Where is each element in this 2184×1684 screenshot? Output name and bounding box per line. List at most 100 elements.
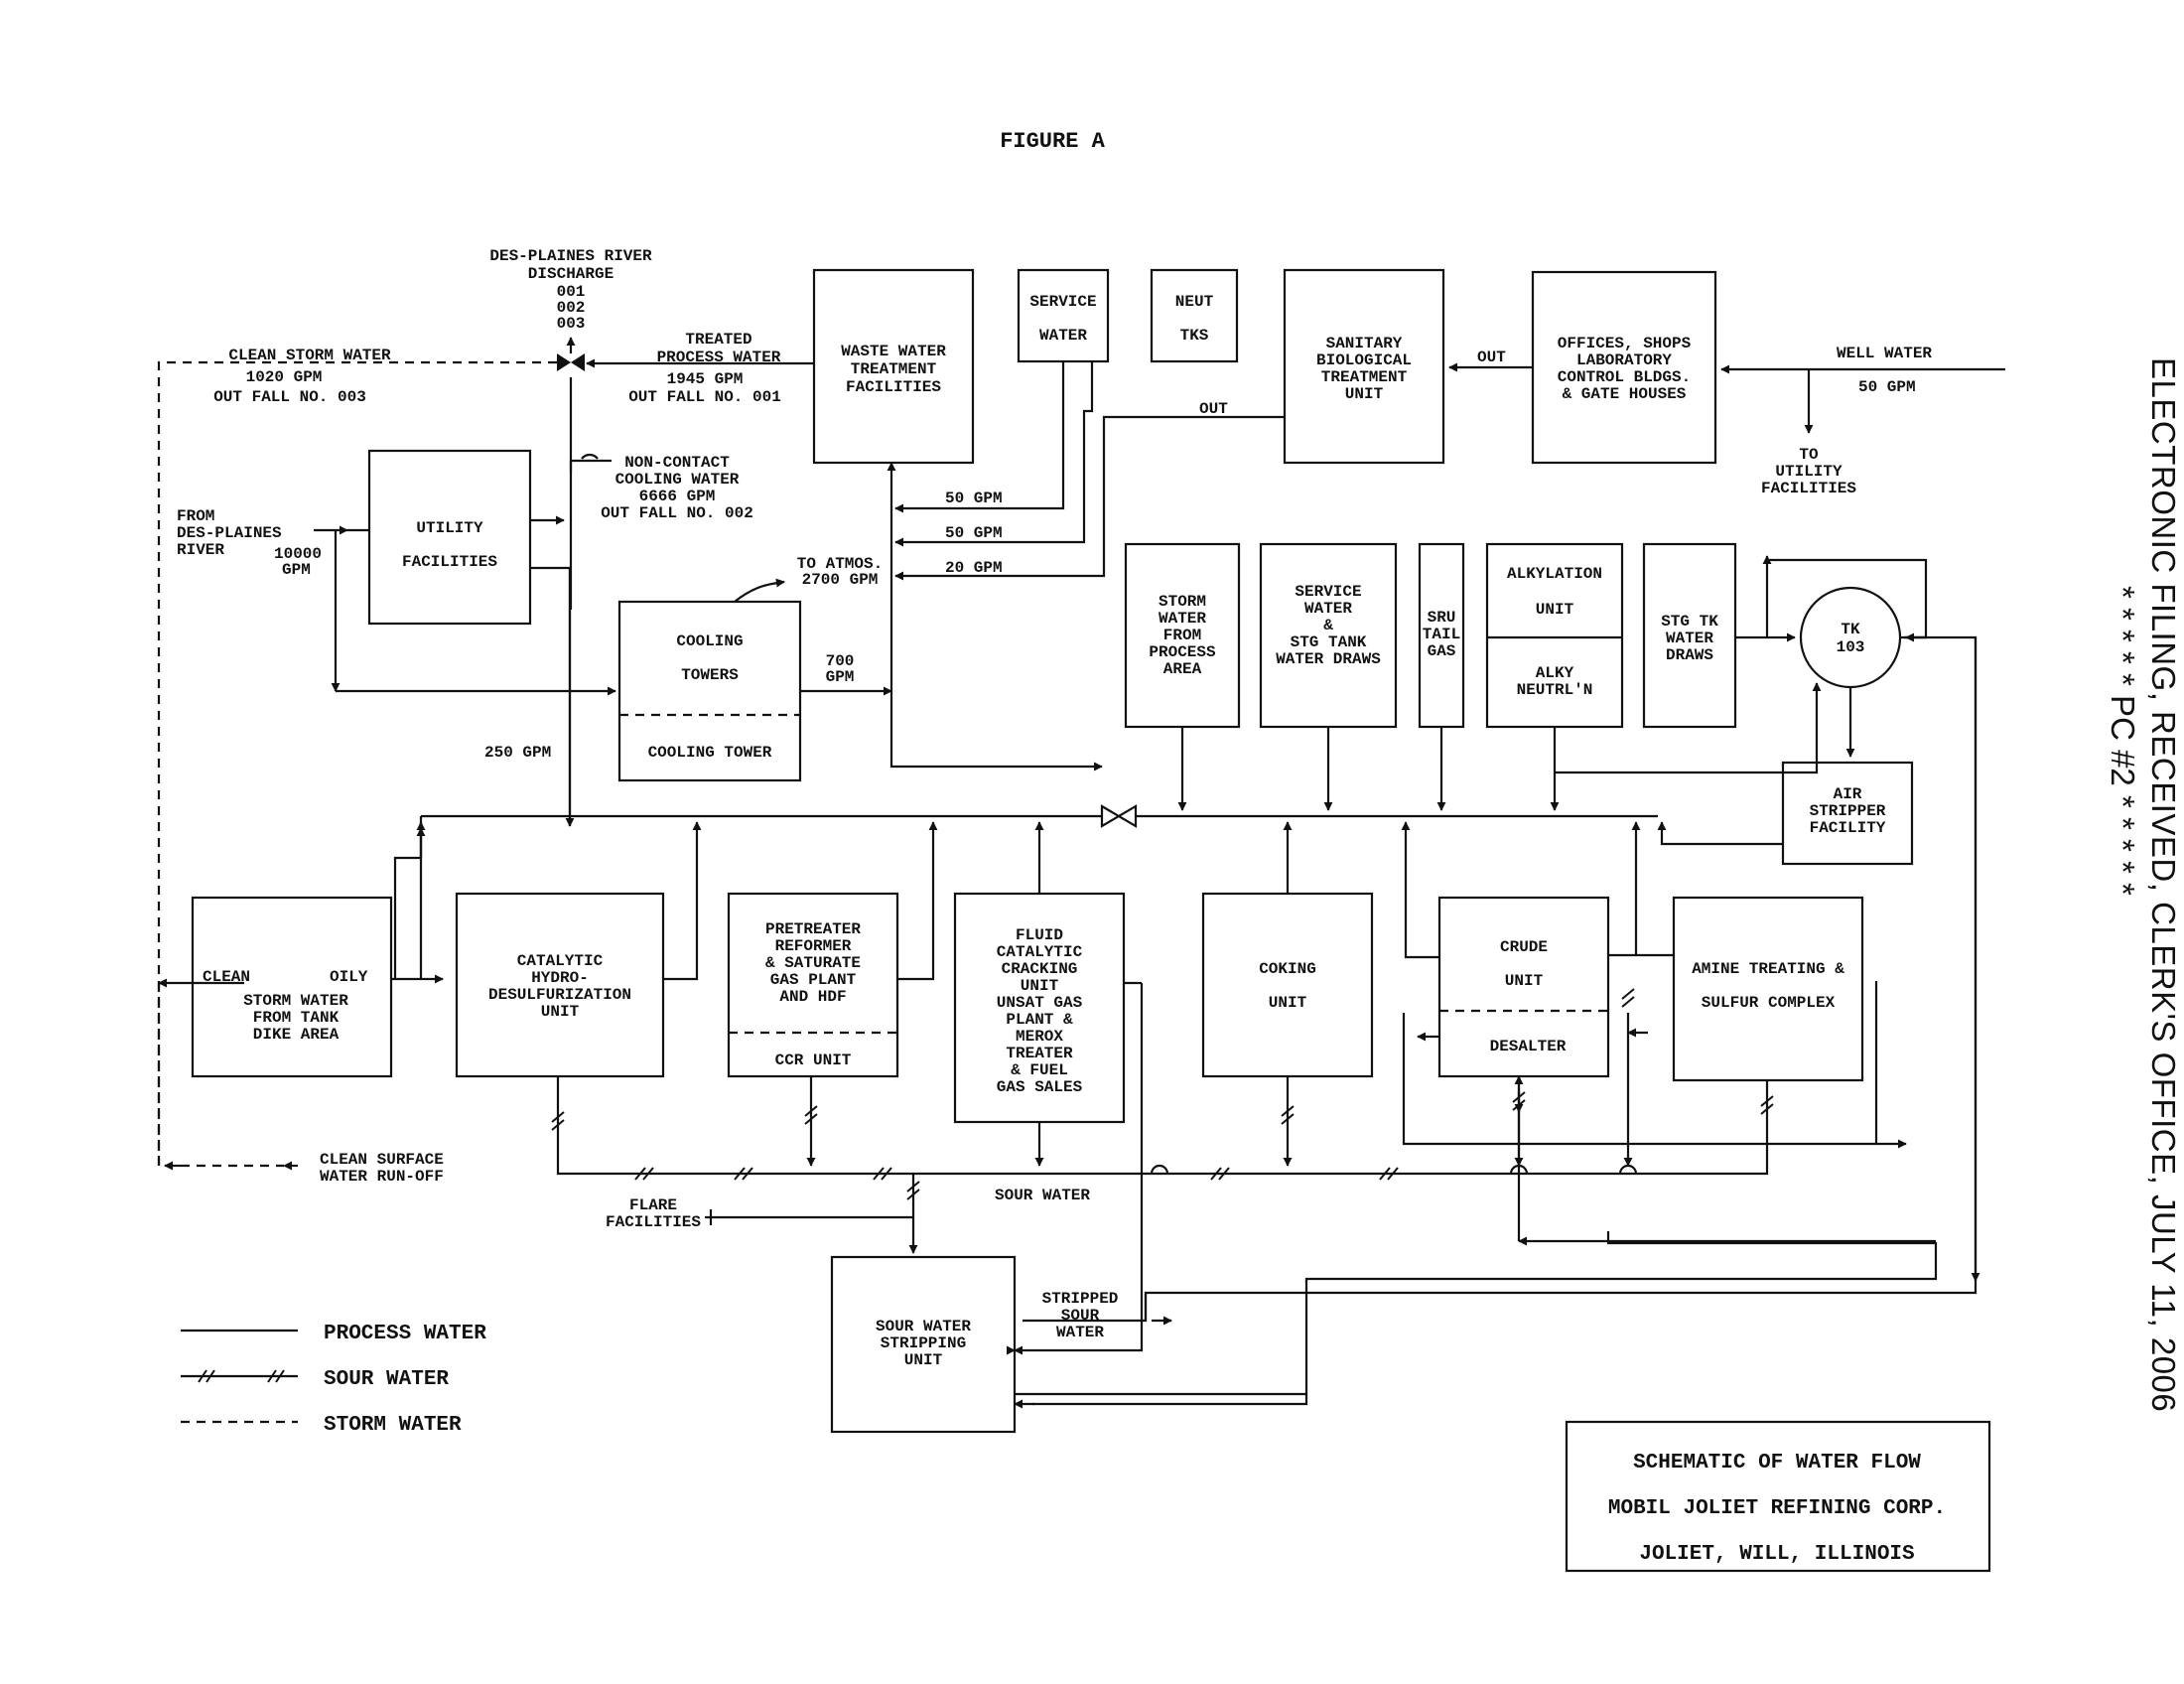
sru-label-3: GAS <box>1428 642 1456 660</box>
storm-tank-label-3: DIKE AREA <box>253 1026 340 1044</box>
fcc-label-2: CATALYTIC <box>997 943 1083 961</box>
cat-hydro-label-3: DESULFURIZATION <box>488 986 631 1004</box>
electronic-filing-stamp: ELECTRONIC FILING, RECEIVED, CLERK'S OFF… <box>2025 357 2184 1413</box>
treated-flow: 1945 GPM <box>667 370 744 388</box>
outfall-003: 003 <box>557 315 586 333</box>
cooling-out-flow-2: GPM <box>826 668 855 686</box>
storm-tank-label-1: STORM WATER <box>243 992 348 1010</box>
pretreater-box <box>727 892 899 1078</box>
utility-label-1: UTILITY <box>416 519 483 537</box>
service-stg-label-2: WATER <box>1304 600 1352 618</box>
storm-process-label-1: STORM <box>1159 593 1206 611</box>
from-river-3: RIVER <box>177 541 224 559</box>
noncontact-flow: 6666 GPM <box>639 488 716 505</box>
service-stg-label-3: & <box>1323 617 1333 634</box>
storm-tank-clean: CLEAN <box>203 968 250 986</box>
storm-process-label-3: FROM <box>1163 627 1201 644</box>
clean-surface-1: CLEAN SURFACE <box>320 1151 444 1169</box>
cat-hydro-label-4: UNIT <box>541 1003 580 1021</box>
amine-label-1: AMINE TREATING & <box>1692 960 1844 978</box>
utility-facilities-box <box>367 449 532 626</box>
coking-label-1: COKING <box>1259 960 1316 978</box>
stamp-pc-line: * * * * * PC #2 * * * * * <box>2105 586 2141 896</box>
clean-storm-flow: 1020 GPM <box>246 368 323 386</box>
storm-tank-label-2: FROM TANK <box>253 1009 340 1027</box>
service-stg-label-1: SERVICE <box>1295 583 1361 601</box>
sanitary-label-1: SANITARY <box>1326 335 1403 352</box>
alkylation-label-2: UNIT <box>1536 601 1574 619</box>
outfall-valve <box>557 337 585 371</box>
neut-label-1: NEUT <box>1175 293 1214 311</box>
sour-stripping-label-1: SOUR WATER <box>876 1318 971 1335</box>
amine-treating-box <box>1672 896 1864 1082</box>
fcc-label-10: GAS SALES <box>997 1078 1083 1096</box>
clean-surface-2: WATER RUN-OFF <box>320 1168 444 1186</box>
storm-tank-oily: OILY <box>330 968 368 986</box>
well-flow: 50 GPM <box>1858 378 1916 396</box>
cat-hydro-desulf-box <box>455 892 665 1078</box>
stripped-1: STRIPPED <box>1042 1290 1119 1308</box>
title-block-box <box>1565 1420 1991 1573</box>
offices-label-2: LABORATORY <box>1576 351 1672 369</box>
title-line-3: JOLIET, WILL, ILLINOIS <box>1639 1543 1914 1566</box>
pretreater-label-3: & SATURATE <box>765 954 861 972</box>
noncontact-label-2: COOLING WATER <box>615 471 740 489</box>
air-stripper-label-1: AIR <box>1834 785 1862 803</box>
sour-stripping-label-3: UNIT <box>904 1351 943 1369</box>
amine-label-2: SULFUR COMPLEX <box>1702 994 1836 1012</box>
river-discharge-2: DISCHARGE <box>528 265 614 283</box>
tk103-label-1: TK <box>1841 621 1860 638</box>
ccr-label: CCR UNIT <box>775 1052 852 1069</box>
figure-title: FIGURE A <box>1000 129 1105 154</box>
air-stripper-label-2: STRIPPER <box>1810 802 1886 820</box>
clean-storm-outfall: OUT FALL NO. 003 <box>213 388 366 406</box>
to-utility-1: TO <box>1799 446 1819 464</box>
service-stg-label-4: STG TANK <box>1291 633 1367 651</box>
stg-tk-label-3: DRAWS <box>1666 646 1713 664</box>
legend-sour-water: SOUR WATER <box>324 1368 449 1391</box>
fcc-label-3: CRACKING <box>1002 960 1078 978</box>
cooling-towers-label-2: TOWERS <box>681 666 739 684</box>
stg-tk-label-1: STG TK <box>1661 613 1718 631</box>
storm-process-label-5: AREA <box>1163 660 1202 678</box>
flare-2: FACILITIES <box>606 1213 701 1231</box>
noncontact-outfall: OUT FALL NO. 002 <box>601 504 753 522</box>
crude-unit-box <box>1437 896 1610 1078</box>
service-flow: 50 GPM <box>945 490 1003 507</box>
title-line-1: SCHEMATIC OF WATER FLOW <box>1633 1452 1921 1474</box>
storm-process-label-2: WATER <box>1159 610 1206 628</box>
offices-label-1: OFFICES, SHOPS <box>1558 335 1692 352</box>
to-atmos-1: TO ATMOS. <box>797 555 883 573</box>
fcc-label-1: FLUID <box>1016 926 1063 944</box>
from-river-flow-1: 10000 <box>274 545 322 563</box>
desalter-label: DESALTER <box>1490 1038 1567 1055</box>
sru-label-1: SRU <box>1428 609 1456 627</box>
outfall-001: 001 <box>557 283 586 301</box>
alky-neut-label-2: NEUTRL'N <box>1517 681 1593 699</box>
neut-flow: 50 GPM <box>945 524 1003 542</box>
to-utility-3: FACILITIES <box>1761 480 1856 497</box>
sanitary-label-4: UNIT <box>1345 385 1384 403</box>
alky-neut-label-1: ALKY <box>1536 664 1574 682</box>
sanitary-label-2: BIOLOGICAL <box>1316 351 1412 369</box>
alkylation-label-1: ALKYLATION <box>1507 565 1602 583</box>
service-water-label-2: WATER <box>1039 327 1087 345</box>
outfall-002: 002 <box>557 299 586 317</box>
wwt-label-2: TREATMENT <box>851 360 937 378</box>
stamp-received-line: ELECTRONIC FILING, RECEIVED, CLERK'S OFF… <box>2145 357 2182 1413</box>
wwt-label-1: WASTE WATER <box>841 343 946 360</box>
legend-storm-water: STORM WATER <box>324 1414 462 1437</box>
sour-water-label: SOUR WATER <box>995 1187 1090 1204</box>
noncontact-label-1: NON-CONTACT <box>624 454 730 472</box>
service-water-label-1: SERVICE <box>1029 293 1096 311</box>
wwt-label-3: FACILITIES <box>846 378 941 396</box>
sanitary-flow: 20 GPM <box>945 559 1003 577</box>
air-stripper-label-3: FACILITY <box>1810 819 1886 837</box>
sanitary-label-3: TREATMENT <box>1321 368 1408 386</box>
fcc-label-8: TREATER <box>1006 1045 1073 1062</box>
stg-tk-water-draws-box <box>1642 542 1737 729</box>
header-valve <box>1100 804 1138 828</box>
sanitary-treatment-box <box>1283 268 1445 465</box>
pretreater-label-1: PRETREATER <box>765 920 861 938</box>
